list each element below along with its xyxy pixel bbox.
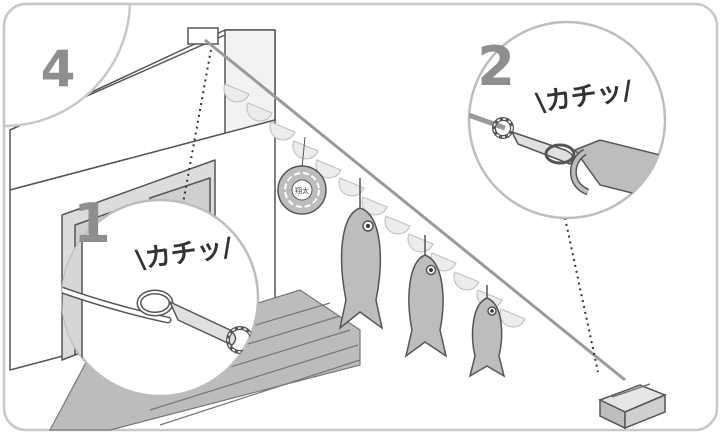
- main-rope: [204, 38, 626, 382]
- carp-streamer-medium: [404, 235, 448, 358]
- kusudama-label: 翔太: [295, 186, 309, 195]
- callout-1-step-number: 1: [73, 192, 111, 255]
- weight-base-box: [598, 383, 667, 430]
- callout-2: 2 \カチッ/: [467, 20, 667, 220]
- callout-1: 1 \カチッ/: [60, 192, 260, 398]
- carp-streamer-small: [468, 285, 506, 378]
- callout-2-step-number: 2: [477, 35, 515, 98]
- step-number: 4: [41, 40, 76, 98]
- roof-bracket: [187, 27, 219, 45]
- bunting-scallops: [223, 83, 526, 328]
- step-badge: 4: [2, 2, 132, 128]
- carp-streamer-large: [338, 178, 384, 330]
- kusudama-ball: 翔太: [277, 136, 327, 215]
